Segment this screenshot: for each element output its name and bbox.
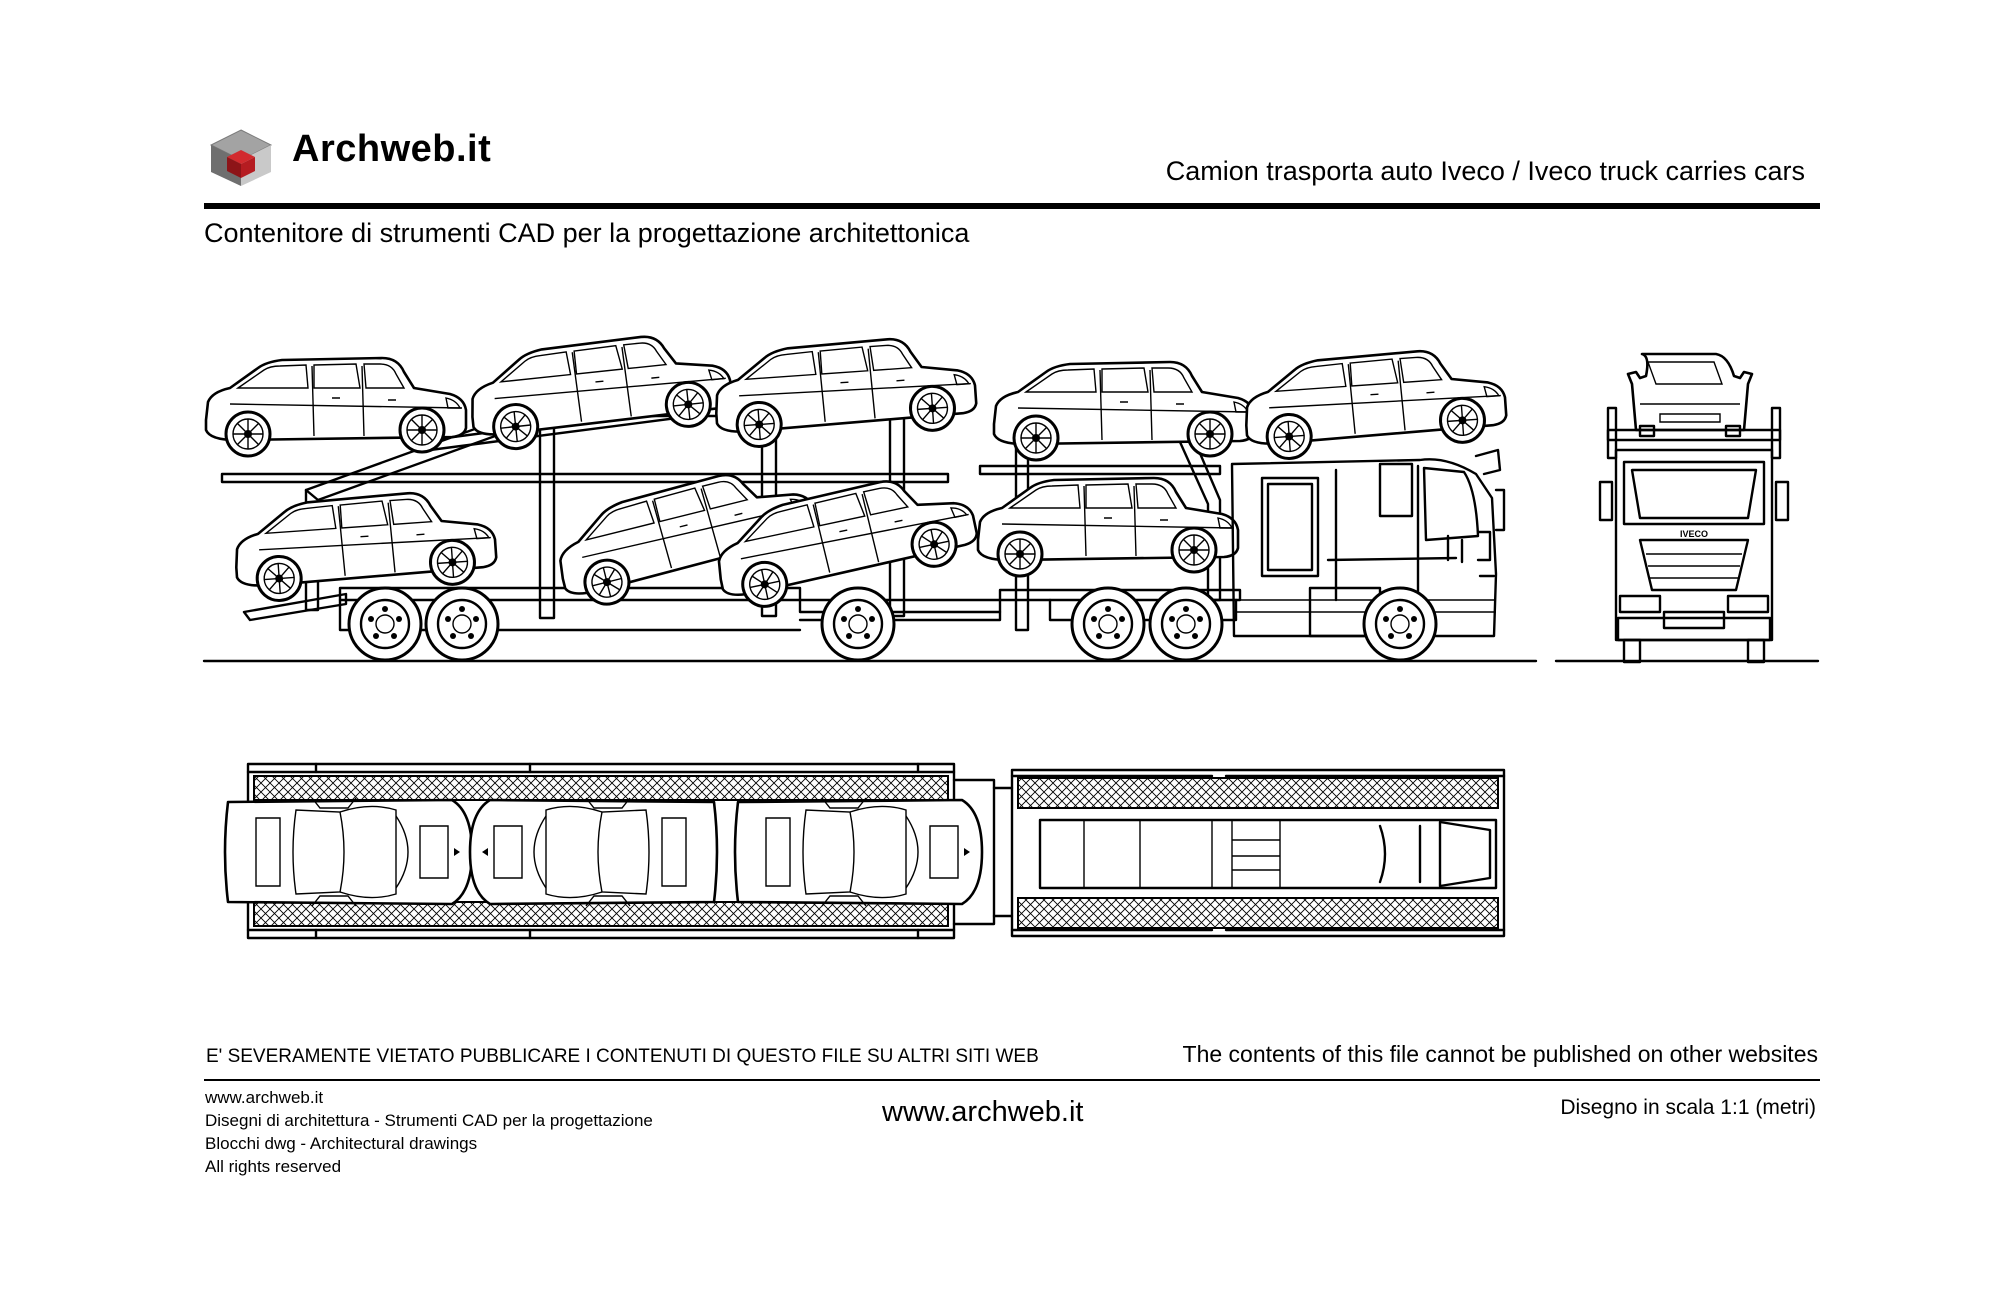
footer-line-rights: All rights reserved (205, 1157, 342, 1176)
footer-line-blocks: Blocchi dwg - Architectural drawings (205, 1134, 478, 1153)
subtitle: Contenitore di strumenti CAD per la prog… (204, 218, 970, 248)
copyright-warning-en: The contents of this file cannot be publ… (1182, 1041, 1818, 1067)
truck-front-view: IVECO (1598, 352, 1790, 664)
footer-website-link[interactable]: www.archweb.it (882, 1096, 1084, 1128)
cars-side-view (204, 326, 1510, 617)
footer-line-website: www.archweb.it (205, 1088, 324, 1107)
truck-plan-view (223, 762, 1506, 940)
archweb-logo-icon (209, 129, 273, 186)
truck-cab-side (1230, 448, 1506, 642)
footer-line-description: Disegni di architettura - Strumenti CAD … (205, 1111, 653, 1130)
copyright-warning-it: E' SEVERAMENTE VIETATO PUBBLICARE I CONT… (206, 1046, 1039, 1067)
footer-divider (204, 1079, 1820, 1081)
footer-info: www.archweb.it Disegni di architettura -… (205, 1086, 653, 1178)
brand-name: Archweb.it (292, 128, 492, 170)
drawing-scale: Disegno in scala 1:1 (metri) (1560, 1096, 1816, 1119)
drawing-title: Camion trasporta auto Iveco / Iveco truc… (1165, 156, 1805, 186)
iveco-badge: IVECO (1680, 529, 1708, 539)
header-divider (204, 203, 1820, 209)
